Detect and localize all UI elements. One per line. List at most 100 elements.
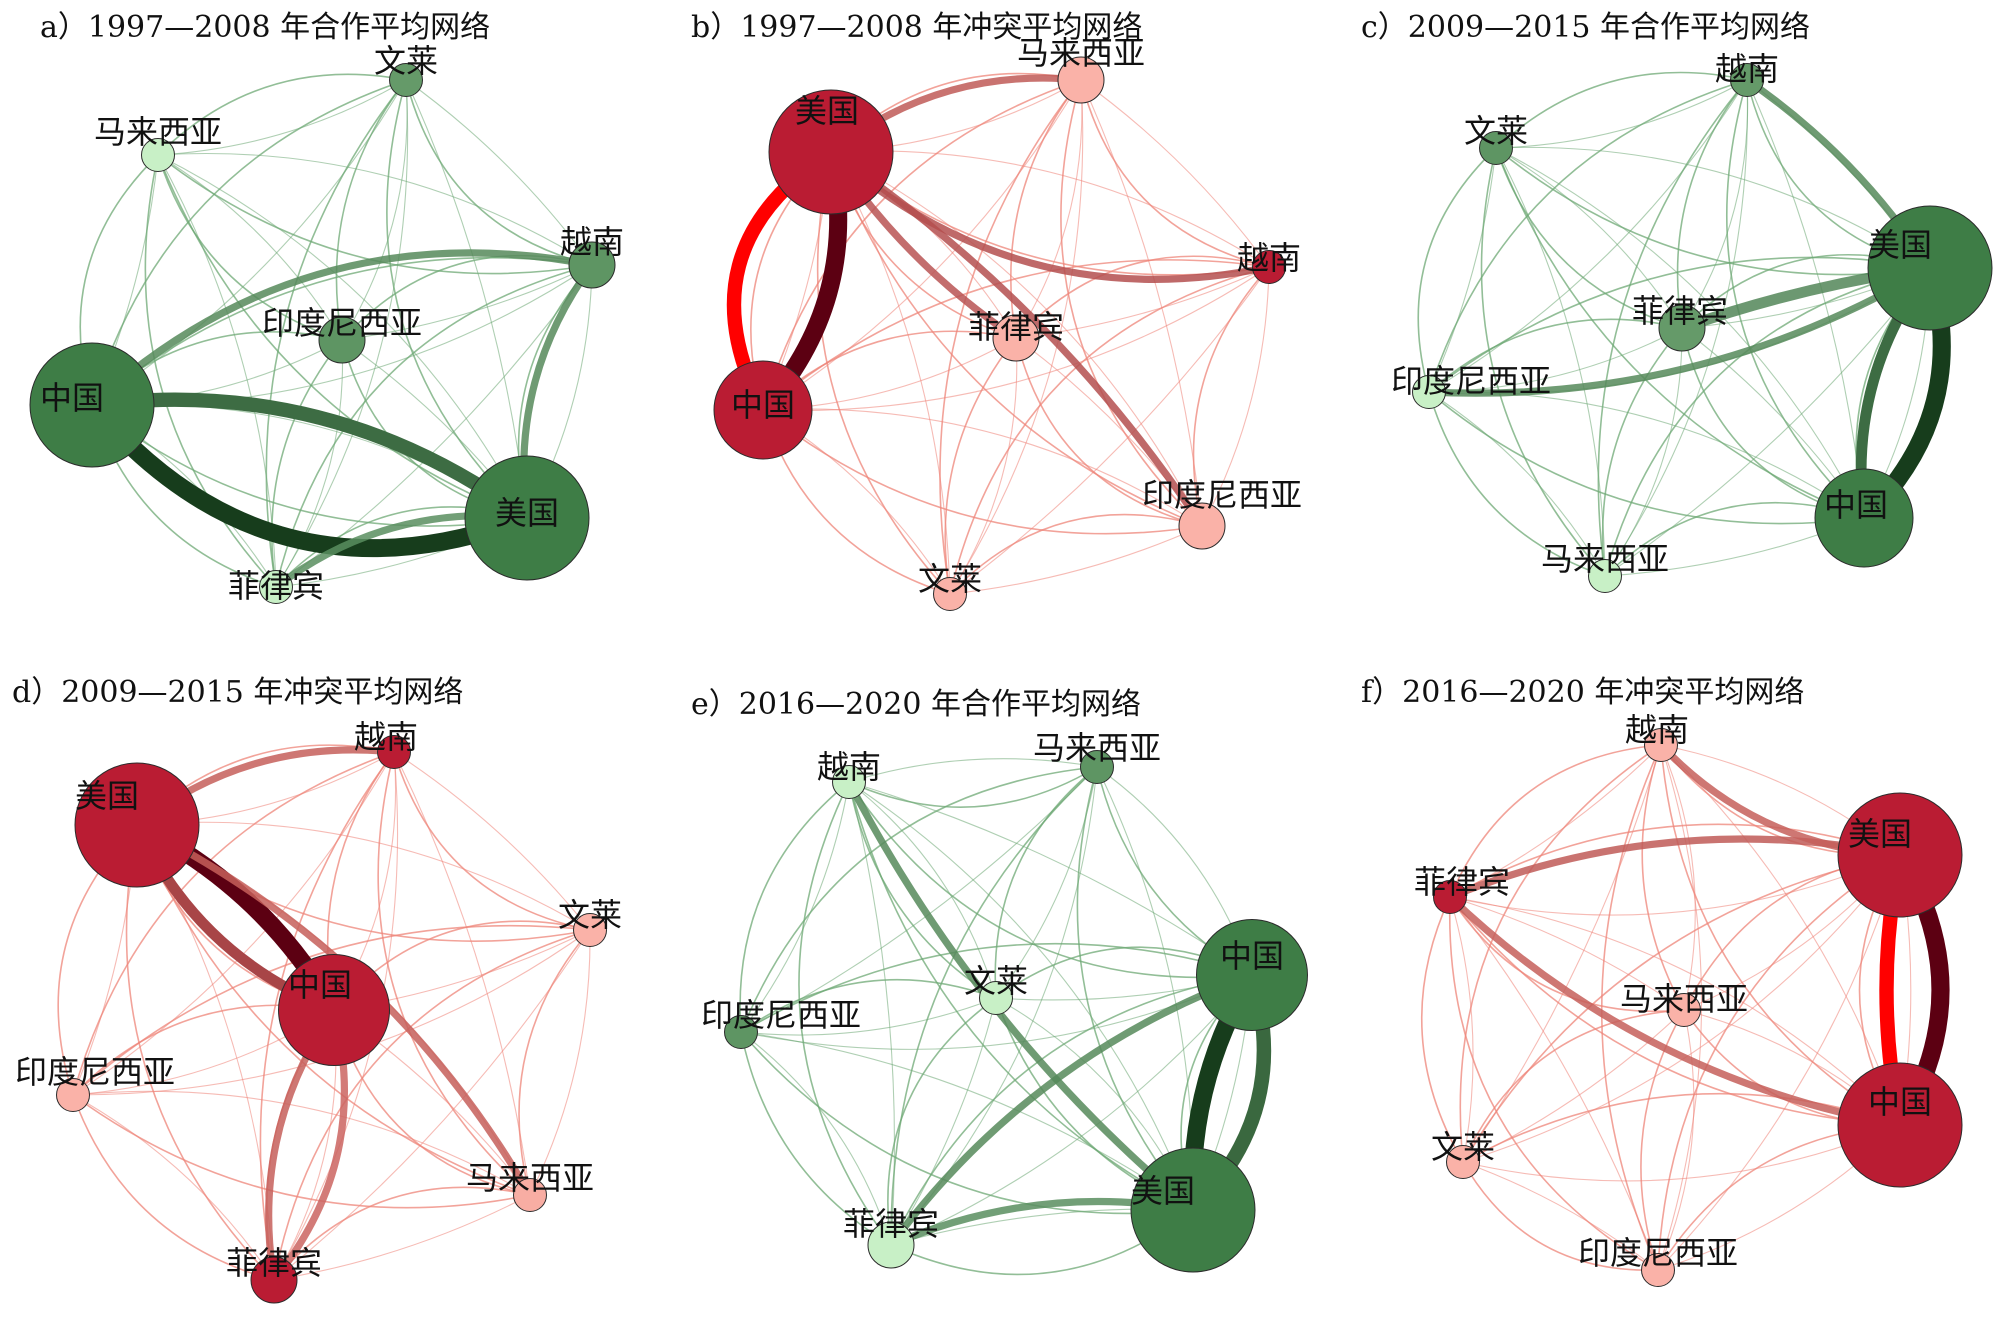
node-yinni [318,316,366,364]
node-label-zhongguo: 中国 [1220,937,1284,975]
nodes-f [1433,728,1963,1287]
node-label-zhongguo: 中国 [731,386,795,424]
node-malaixiya [513,1178,547,1212]
node-label-zhongguo: 中国 [1868,1083,1932,1121]
edge-zhongguo-yinni [740,942,1253,1033]
node-yuenan [1252,250,1286,284]
panel-title-d: d）2009—2015 年冲突平均网络 [12,675,464,710]
edge-yuenan-zhongguo [1660,744,1901,1126]
node-label-yinni: 印度尼西亚 [15,1053,175,1091]
edge-zhongguo-feilvbin [890,974,1253,1246]
node-label-meiguo: 美国 [1848,815,1912,853]
node-label-feilvbin: 菲律宾 [843,1205,939,1243]
edge-yuenan-malaixiya [848,766,1098,808]
edge-malaixiya-feilvbin [144,154,277,588]
node-label-zhongguo: 中国 [288,966,352,1004]
node-feilvbin [1658,304,1706,352]
node-feilvbin [992,314,1040,362]
edge-yuenan-malaixiya [393,751,531,1196]
node-label-malaixiya: 马来西亚 [1541,540,1669,578]
edge-wenlai-zhongguo [91,79,407,406]
edge-yuenan-wenlai [949,266,1270,595]
edge-malaixiya-yuenan [1080,79,1270,268]
edge-wenlai-meiguo [386,79,528,519]
edge-yuenan-yinni [1657,744,1703,1271]
edge-yuenan-malaixiya [1641,744,1685,1011]
edge-yinni-meiguo [740,1031,1194,1211]
edge-malaixiya-wenlai [1462,1009,1685,1163]
edge-yuenan-malaixiya [848,758,1098,783]
edge-malaixiya-zhongguo [762,79,1082,411]
edge-feilvbin-zhongguo [1449,896,1901,1126]
nodes-e [724,750,1308,1273]
panel-title-a: a）1997—2008 年合作平均网络 [40,10,491,45]
edge-malaixiya-zhongguo [762,79,1082,411]
node-label-meiguo: 美国 [1868,226,1932,264]
edge-wenlai-meiguo [1495,146,1931,269]
edge-yinni-wenlai [949,525,1203,595]
edge-meiguo-yuenan [830,150,1270,268]
node-label-yuenan: 越南 [817,748,881,786]
edge-malaixiya-yuenan [157,152,593,266]
edge-yuenan-feilvbin [798,781,892,1246]
edge-yuenan-wenlai [393,751,591,931]
node-yinni [1412,375,1446,409]
strong-edge-zhongguo-meiguo-0 [83,396,536,558]
edge-wenlai-feilvbin [265,79,407,588]
edge-yuenan-meiguo [848,781,1194,1211]
edge-meiguo-feilvbin [125,824,275,1281]
strong-edge-zhongguo-meiguo-1 [84,392,535,526]
node-label-malaixiya: 马来西亚 [1033,729,1161,767]
edge-yuenan-wenlai [1459,744,1662,1163]
edge-malaixiya-meiguo [157,154,528,519]
node-wenlai [1479,131,1513,165]
node-zhongguo [278,954,390,1066]
node-label-feilvbin: 菲律宾 [968,308,1064,346]
node-label-yinni: 印度尼西亚 [1578,1234,1738,1272]
edge-yuenan-feilvbin [1449,744,1662,898]
edge-malaixiya-yinni [740,766,1098,1033]
node-zhongguo [713,360,813,460]
edge-wenlai-malaixiya [1480,147,1606,577]
edge-yinni-feilvbin [72,1094,275,1281]
edge-yuenan-malaixiya [1604,79,1748,577]
edge-yinni-wenlai [949,513,1203,595]
panel-f: 越南美国菲律宾马来西亚中国文莱印度尼西亚 f）2016—2020 年冲突平均网络 [1339,665,2008,1330]
node-wenlai [1446,1145,1480,1179]
edge-zhongguo-yinni [762,408,1203,527]
node-label-yuenan: 越南 [560,223,624,261]
node-label-wenlai: 文莱 [1431,1128,1495,1166]
node-label-feilvbin: 菲律宾 [1632,292,1728,330]
node-yinni [56,1078,90,1112]
edge-malaixiya-yinni [1657,1009,1695,1271]
node-feilvbin [259,570,293,604]
node-label-wenlai: 文莱 [1464,112,1528,150]
edge-yuenan-feilvbin [1676,79,1748,329]
node-zhongguo [29,342,155,468]
edge-meiguo-wenlai [816,151,951,595]
edge-feilvbin-malaixiya [1604,327,1683,577]
edge-yinni-feilvbin [740,1031,892,1246]
edge-yuenan-zhongguo [848,781,1253,976]
panel-a: 文莱马来西亚越南印度尼西亚中国美国菲律宾 a）1997—2008 年合作平均网络 [0,0,669,665]
node-label-malaixiya: 马来西亚 [94,113,222,151]
edge-yuenan-yinni [341,264,593,341]
panel-d: 越南美国文莱中国印度尼西亚马来西亚菲律宾 d）2009—2015 年冲突平均网络 [0,665,669,1330]
strong-edge-zhongguo-feilvbin-3 [1446,893,1904,1129]
strong-edge-zhongguo-feilvbin-2 [887,971,1256,1249]
edge-wenlai-feilvbin [1495,147,1683,329]
edge-malaixiya-wenlai [994,766,1098,999]
edge-feilvbin-wenlai [1420,896,1464,1163]
node-label-feilvbin: 菲律宾 [226,1244,322,1282]
edge-wenlai-zhongguo [91,79,407,406]
node-malaixiya [1057,56,1105,104]
edge-yinni-malaixiya [1428,391,1606,577]
node-meiguo [74,762,200,888]
node-meiguo [1837,792,1963,918]
edge-malaixiya-yuenan [1080,79,1270,268]
